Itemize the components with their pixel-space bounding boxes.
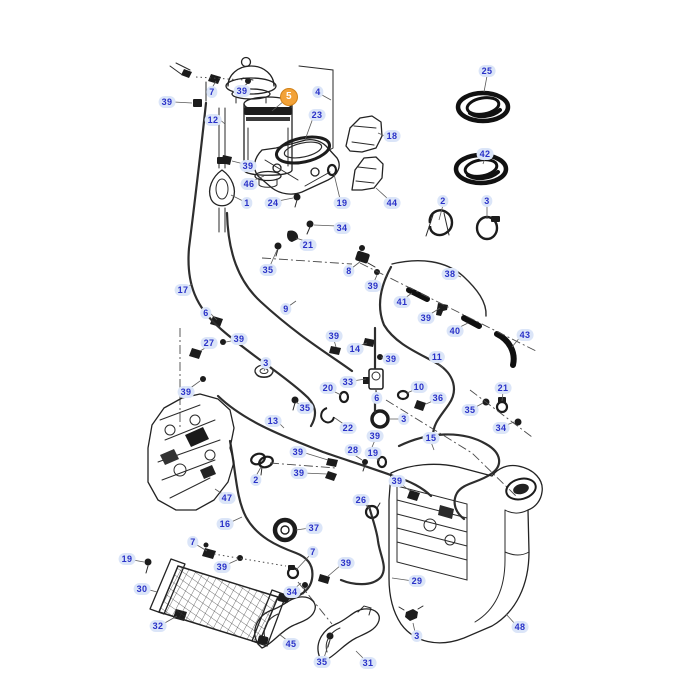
oil-cooler-30[interactable] (149, 558, 290, 647)
callout-10[interactable]: 10 (410, 381, 428, 393)
callout-25[interactable]: 25 (478, 65, 496, 77)
callout-14[interactable]: 14 (346, 343, 364, 355)
callout-3[interactable]: 3 (411, 630, 423, 642)
fuel-filter-assembly[interactable] (225, 56, 293, 188)
callout-39[interactable]: 39 (213, 561, 231, 573)
callout-39[interactable]: 39 (388, 475, 406, 487)
callout-40[interactable]: 40 (446, 325, 464, 337)
bracket-45[interactable] (254, 596, 316, 649)
callout-39[interactable]: 39 (233, 85, 251, 97)
callout-28[interactable]: 28 (344, 444, 362, 456)
callout-32[interactable]: 32 (149, 620, 167, 632)
callout-39[interactable]: 39 (366, 430, 384, 442)
callout-20[interactable]: 20 (319, 382, 337, 394)
callout-21[interactable]: 21 (494, 382, 512, 394)
callout-29[interactable]: 29 (408, 575, 426, 587)
engine-block-47[interactable] (147, 393, 235, 511)
callout-2[interactable]: 2 (250, 474, 262, 486)
callout-35[interactable]: 35 (259, 264, 277, 276)
callout-38[interactable]: 38 (441, 268, 459, 280)
callout-39[interactable]: 39 (289, 446, 307, 458)
bracket-18[interactable] (345, 115, 383, 153)
callout-11[interactable]: 11 (428, 351, 446, 363)
callout-18[interactable]: 18 (383, 130, 401, 142)
callout-15[interactable]: 15 (422, 432, 440, 444)
callout-42[interactable]: 42 (476, 148, 494, 160)
callout-41[interactable]: 41 (393, 296, 411, 308)
callout-39[interactable]: 39 (158, 96, 176, 108)
callout-46[interactable]: 46 (240, 178, 258, 190)
gasket-ring-23[interactable] (274, 133, 332, 168)
callout-44[interactable]: 44 (383, 197, 401, 209)
fuel-tank-48[interactable] (388, 463, 543, 644)
callout-7[interactable]: 7 (307, 546, 319, 558)
formed-hose-segments[interactable] (406, 287, 517, 368)
callout-3[interactable]: 3 (398, 413, 410, 425)
callout-6[interactable]: 6 (371, 392, 383, 404)
callout-48[interactable]: 48 (511, 621, 529, 633)
hoses[interactable] (187, 101, 501, 601)
callout-24[interactable]: 24 (264, 197, 282, 209)
callout-9[interactable]: 9 (280, 303, 292, 315)
callout-6[interactable]: 6 (200, 307, 212, 319)
bracket-44[interactable] (351, 156, 384, 191)
callout-27[interactable]: 27 (200, 337, 218, 349)
callout-39[interactable]: 39 (325, 330, 343, 342)
bracket-46[interactable] (253, 139, 340, 195)
callout-4[interactable]: 4 (312, 86, 324, 98)
callout-1[interactable]: 1 (241, 197, 253, 209)
callout-19[interactable]: 19 (333, 197, 351, 209)
callout-3[interactable]: 3 (260, 357, 272, 369)
callout-33[interactable]: 33 (339, 376, 357, 388)
callout-31[interactable]: 31 (359, 657, 377, 669)
callout-3[interactable]: 3 (481, 195, 493, 207)
callout-23[interactable]: 23 (308, 109, 326, 121)
callout-39[interactable]: 39 (382, 353, 400, 365)
grommet-37[interactable] (272, 517, 298, 543)
callout-39[interactable]: 39 (337, 557, 355, 569)
callout-13[interactable]: 13 (264, 415, 282, 427)
callout-19[interactable]: 19 (118, 553, 136, 565)
callout-12[interactable]: 12 (204, 114, 222, 126)
callout-34[interactable]: 34 (283, 586, 301, 598)
callout-39[interactable]: 39 (290, 467, 308, 479)
callout-36[interactable]: 36 (429, 392, 447, 404)
callout-47[interactable]: 47 (218, 492, 236, 504)
callout-39[interactable]: 39 (364, 280, 382, 292)
construction-lines (179, 257, 537, 625)
callout-35[interactable]: 35 (296, 402, 314, 414)
callout-39[interactable]: 39 (417, 312, 435, 324)
callout-35[interactable]: 35 (313, 656, 331, 668)
callout-39[interactable]: 39 (230, 333, 248, 345)
callout-16[interactable]: 16 (216, 518, 234, 530)
callout-5-highlighted[interactable]: 5 (280, 88, 298, 106)
callout-35[interactable]: 35 (461, 404, 479, 416)
callout-7[interactable]: 7 (187, 536, 199, 548)
callout-43[interactable]: 43 (516, 329, 534, 341)
callout-22[interactable]: 22 (339, 422, 357, 434)
callout-19[interactable]: 19 (364, 447, 382, 459)
callout-30[interactable]: 30 (133, 583, 151, 595)
callout-21[interactable]: 21 (299, 239, 317, 251)
callout-17[interactable]: 17 (174, 284, 192, 296)
hose-clamp-2[interactable] (425, 209, 454, 237)
coil-hose-25[interactable] (455, 90, 511, 124)
callout-2[interactable]: 2 (437, 195, 449, 207)
callout-34[interactable]: 34 (492, 422, 510, 434)
callout-39[interactable]: 39 (177, 386, 195, 398)
callout-45[interactable]: 45 (282, 638, 300, 650)
callout-7[interactable]: 7 (206, 86, 218, 98)
callout-8[interactable]: 8 (343, 265, 355, 277)
callout-37[interactable]: 37 (305, 522, 323, 534)
callout-34[interactable]: 34 (333, 222, 351, 234)
top-fittings[interactable] (169, 62, 254, 107)
callout-39[interactable]: 39 (239, 160, 257, 172)
callout-26[interactable]: 26 (352, 494, 370, 506)
coil-hose-42[interactable] (453, 152, 509, 186)
